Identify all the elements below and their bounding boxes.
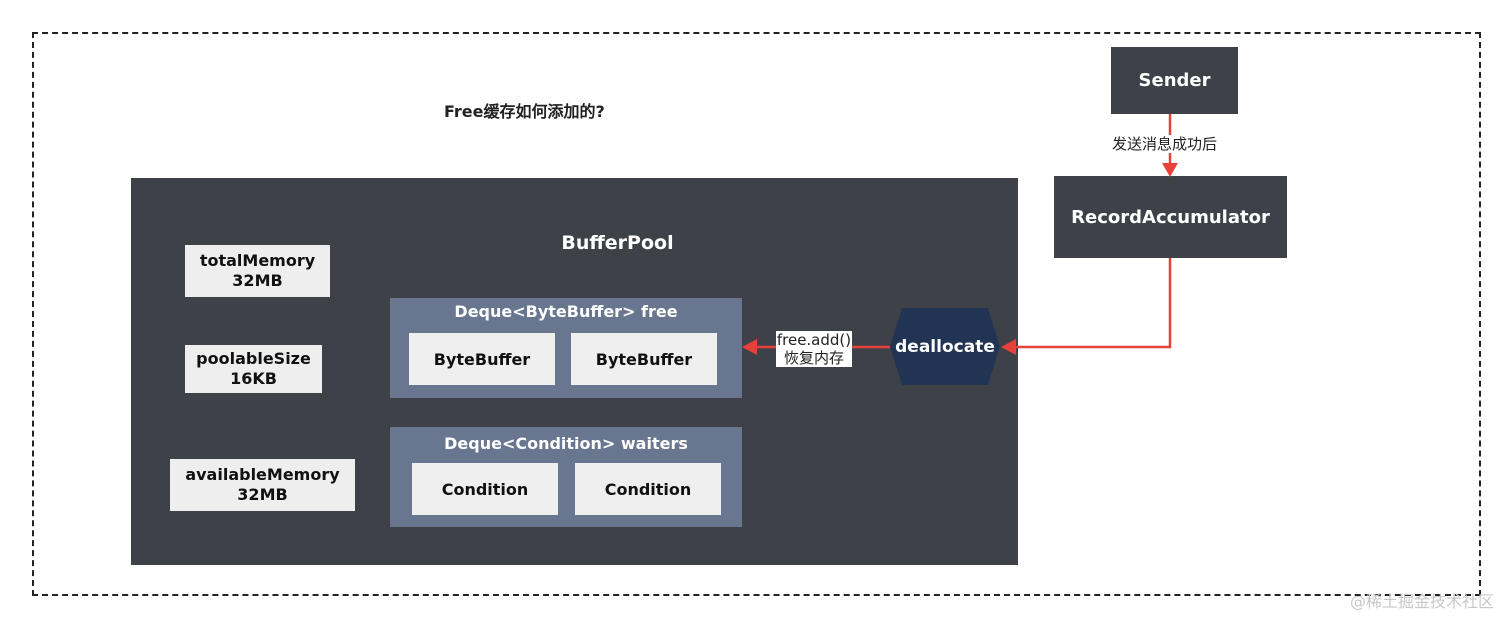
available-memory-name: availableMemory — [185, 465, 340, 484]
arrowhead-left — [742, 339, 757, 355]
diagram-boundary — [32, 32, 1481, 596]
waiter-condition-label: Condition — [441, 479, 529, 499]
sender-node: Sender — [1111, 47, 1238, 114]
watermark-text: @稀土掘金技术社区 — [1349, 592, 1494, 611]
available-memory-value: 32MB — [237, 485, 288, 504]
arrowhead-down — [1162, 163, 1178, 177]
free-bytebuffer-item: ByteBuffer — [409, 333, 555, 385]
waiter-condition-item: Condition — [412, 463, 558, 515]
available-memory-box: availableMemory 32MB — [170, 459, 355, 511]
sender-edge-label: 发送消息成功后 — [1110, 135, 1220, 153]
free-bytebuffer-label: ByteBuffer — [433, 349, 531, 369]
waiter-condition-item: Condition — [575, 463, 721, 515]
free-bytebuffer-label: ByteBuffer — [595, 349, 693, 369]
waiters-deque-label: Deque<Condition> waiters — [444, 434, 688, 453]
total-memory-value: 32MB — [232, 271, 283, 290]
waiter-condition-label: Condition — [604, 479, 692, 499]
deallocate-edge-label: free.add() 恢复内存 — [776, 331, 852, 367]
record-accumulator-node: RecordAccumulator — [1054, 176, 1287, 258]
total-memory-box: totalMemory 32MB — [185, 245, 330, 297]
free-deque-label: Deque<ByteBuffer> free — [454, 302, 678, 321]
deallocate-edge-line-1: free.add() — [776, 331, 852, 349]
deallocate-edge-line-2: 恢复内存 — [783, 349, 844, 367]
sender-label: Sender — [1138, 70, 1211, 91]
poolable-size-value: 16KB — [230, 369, 277, 388]
record-accumulator-label: RecordAccumulator — [1071, 206, 1270, 228]
diagram-title: Free缓存如何添加的? — [444, 102, 605, 121]
total-memory-name: totalMemory — [199, 251, 316, 270]
deallocate-label: deallocate — [895, 336, 995, 357]
arrowhead-left — [1001, 339, 1016, 355]
poolable-size-box: poolableSize 16KB — [185, 345, 322, 393]
deallocate-node: deallocate — [890, 308, 1000, 385]
buffer-pool-title: BufferPool — [561, 232, 674, 254]
poolable-size-name: poolableSize — [196, 349, 311, 368]
accumulator-to-deallocate-arrow — [1016, 258, 1172, 349]
free-bytebuffer-item: ByteBuffer — [571, 333, 717, 385]
